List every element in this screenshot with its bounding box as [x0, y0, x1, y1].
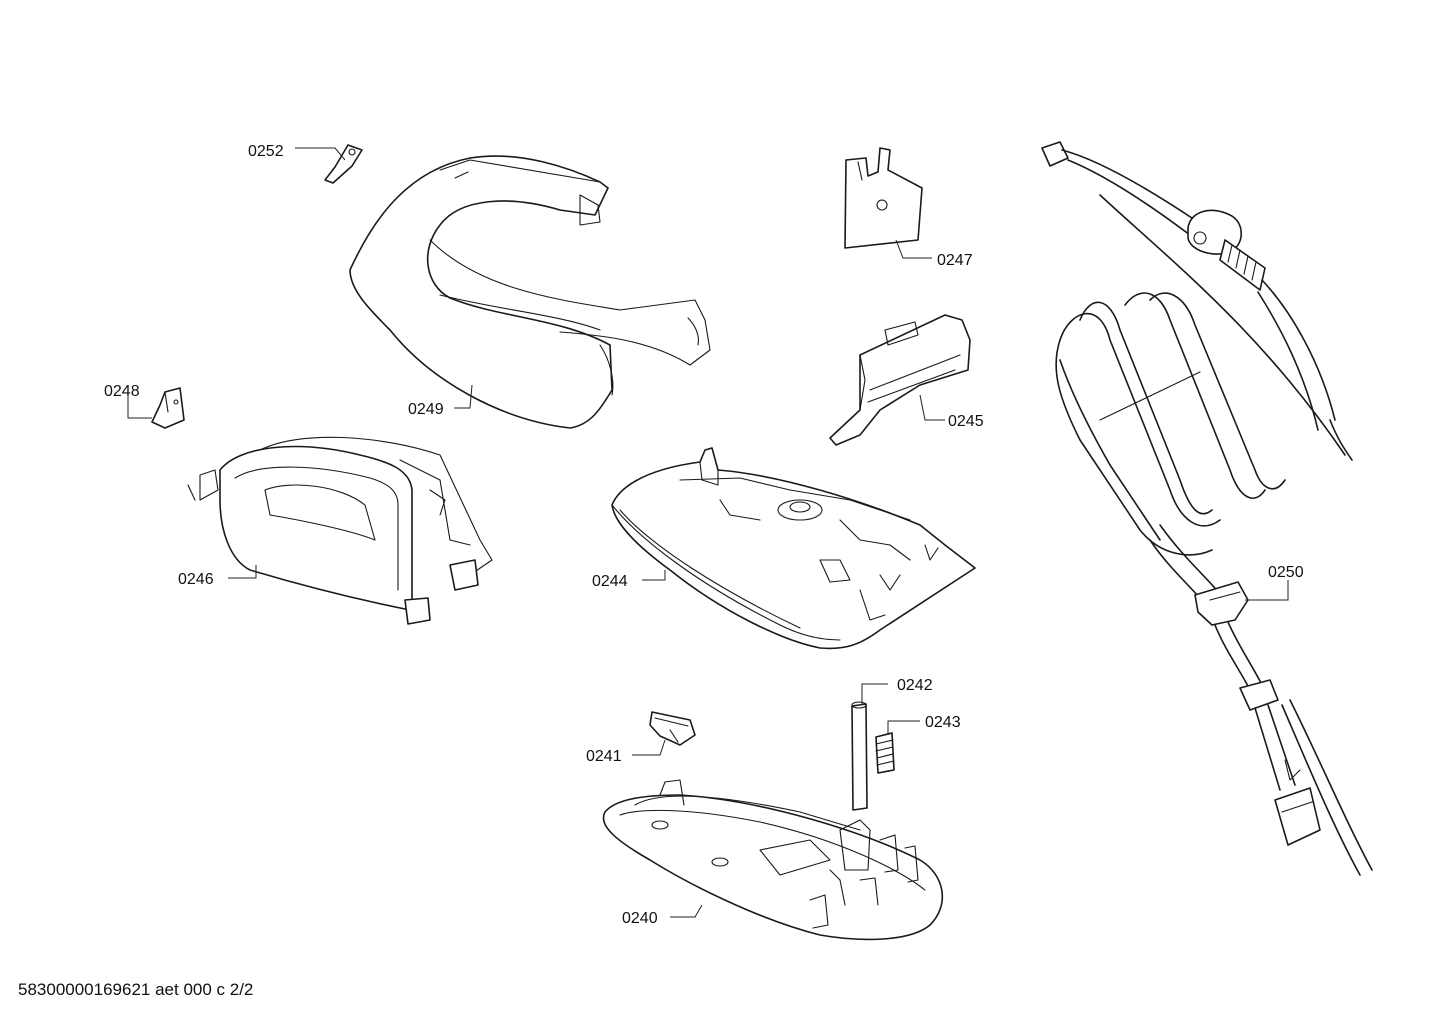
- label-0244: 0244: [592, 573, 628, 590]
- part-0243-spring[interactable]: [875, 732, 895, 774]
- document-code-footer: 58300000169621 aet 000 c 2/2: [18, 980, 254, 999]
- label-0250: 0250: [1268, 564, 1304, 581]
- label-0240: 0240: [622, 910, 658, 927]
- label-0241: 0241: [586, 748, 622, 765]
- part-0252-clip[interactable]: [324, 144, 363, 184]
- part-0246-handle-frame[interactable]: [187, 436, 493, 625]
- label-0245: 0245: [948, 413, 984, 430]
- part-0249-handle-cover[interactable]: [349, 155, 711, 429]
- part-0240-soleplate[interactable]: [602, 779, 944, 941]
- part-0244-housing[interactable]: [611, 447, 976, 650]
- part-0241-switch[interactable]: [649, 711, 696, 746]
- label-0252: 0252: [248, 143, 284, 160]
- part-0247-bracket[interactable]: [844, 147, 923, 249]
- label-0246: 0246: [178, 571, 214, 588]
- label-0249: 0249: [408, 401, 444, 418]
- part-0248-clip[interactable]: [151, 387, 185, 429]
- label-0243: 0243: [925, 714, 961, 731]
- label-0242: 0242: [897, 677, 933, 694]
- leader-lines: [127, 147, 1289, 918]
- label-0247: 0247: [937, 252, 973, 269]
- label-0248: 0248: [104, 383, 140, 400]
- part-0250-power-cable[interactable]: [1041, 141, 1373, 876]
- part-0245-slider-cover[interactable]: [829, 314, 971, 446]
- part-0242-rod[interactable]: [851, 701, 868, 811]
